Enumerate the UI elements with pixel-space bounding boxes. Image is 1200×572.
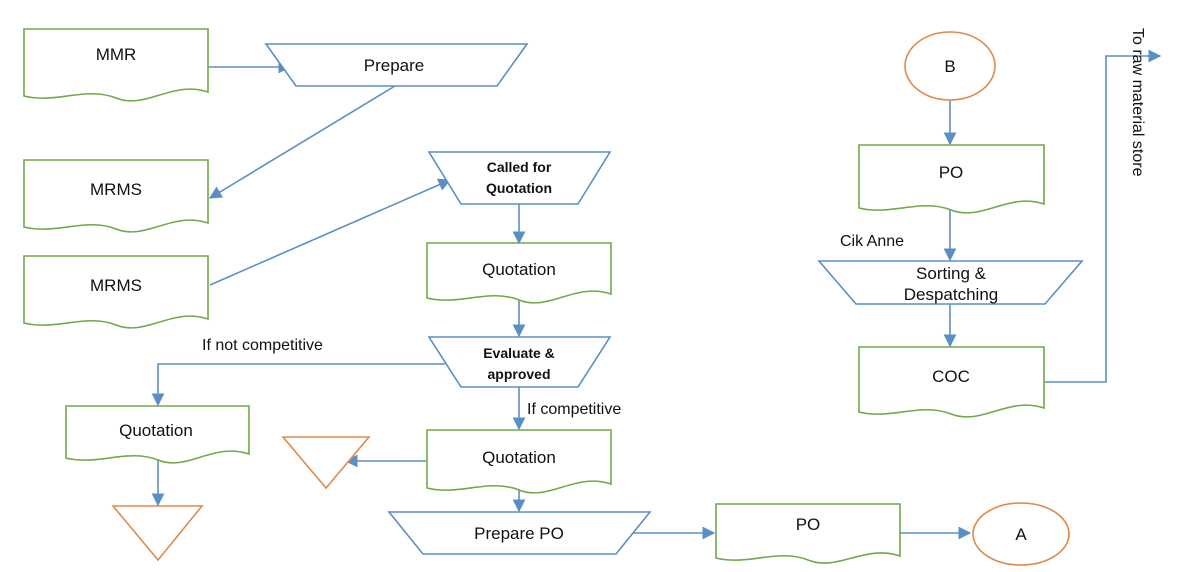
document-quotation-received-label: Quotation [482,260,556,279]
process-evaluate-label-1: Evaluate & [483,345,555,361]
process-prepare-label: Prepare [364,56,424,75]
document-quotation-received: Quotation [426,242,612,304]
connector-b-label: B [944,57,955,76]
annotation-to-raw-material-store: To raw material store [1129,28,1146,177]
document-mrms-2: MRMS [23,255,209,329]
process-called-for-quotation-label-1: Called for [487,159,552,175]
file-triangle-accepted-quotation [281,436,371,490]
document-mrms-2-label: MRMS [90,276,142,295]
document-quotation-accepted: Quotation [426,429,612,494]
arrow-mrms-to-called-for-quotation [209,178,452,286]
document-quotation-rejected-label: Quotation [119,421,193,440]
process-prepare-po: Prepare PO [387,511,652,555]
arrow-prepare-to-mrms [208,85,396,199]
annotation-if-not-competitive: If not competitive [202,337,323,354]
arrow-evaluate-not-competitive [151,363,445,407]
connector-lines [151,49,1162,540]
file-triangle-rejected-quotation [111,505,204,562]
document-coc-label: COC [932,367,970,386]
document-mmr: MMR [23,28,209,102]
document-po-bottom: PO [715,503,901,564]
process-evaluate-approved: Evaluate & approved [427,336,612,388]
document-coc: COC [858,346,1045,418]
process-called-for-quotation: Called for Quotation [427,151,612,205]
annotation-cik-anne: Cik Anne [840,233,904,250]
document-po-top: PO [858,144,1045,214]
document-po-bottom-label: PO [796,515,821,534]
connector-b: B [904,31,996,101]
document-mrms-1: MRMS [23,159,209,233]
process-sorting-despatching: Sorting & Despatching [817,260,1084,305]
document-quotation-rejected: Quotation [65,405,250,464]
process-sorting-label-1: Sorting & [916,264,987,283]
process-called-for-quotation-label-2: Quotation [486,180,552,196]
connector-a: A [972,502,1070,566]
process-evaluate-label-2: approved [487,366,550,382]
document-po-top-label: PO [939,163,964,182]
document-quotation-accepted-label: Quotation [482,448,556,467]
document-mrms-1-label: MRMS [90,180,142,199]
process-prepare: Prepare [264,43,529,87]
connector-a-label: A [1015,525,1027,544]
arrow-coc-to-raw-material-store [1044,49,1162,383]
process-prepare-po-label: Prepare PO [474,524,564,543]
document-mmr-label: MMR [96,45,137,64]
annotation-if-competitive: If competitive [527,401,621,418]
process-sorting-label-2: Despatching [904,285,999,304]
